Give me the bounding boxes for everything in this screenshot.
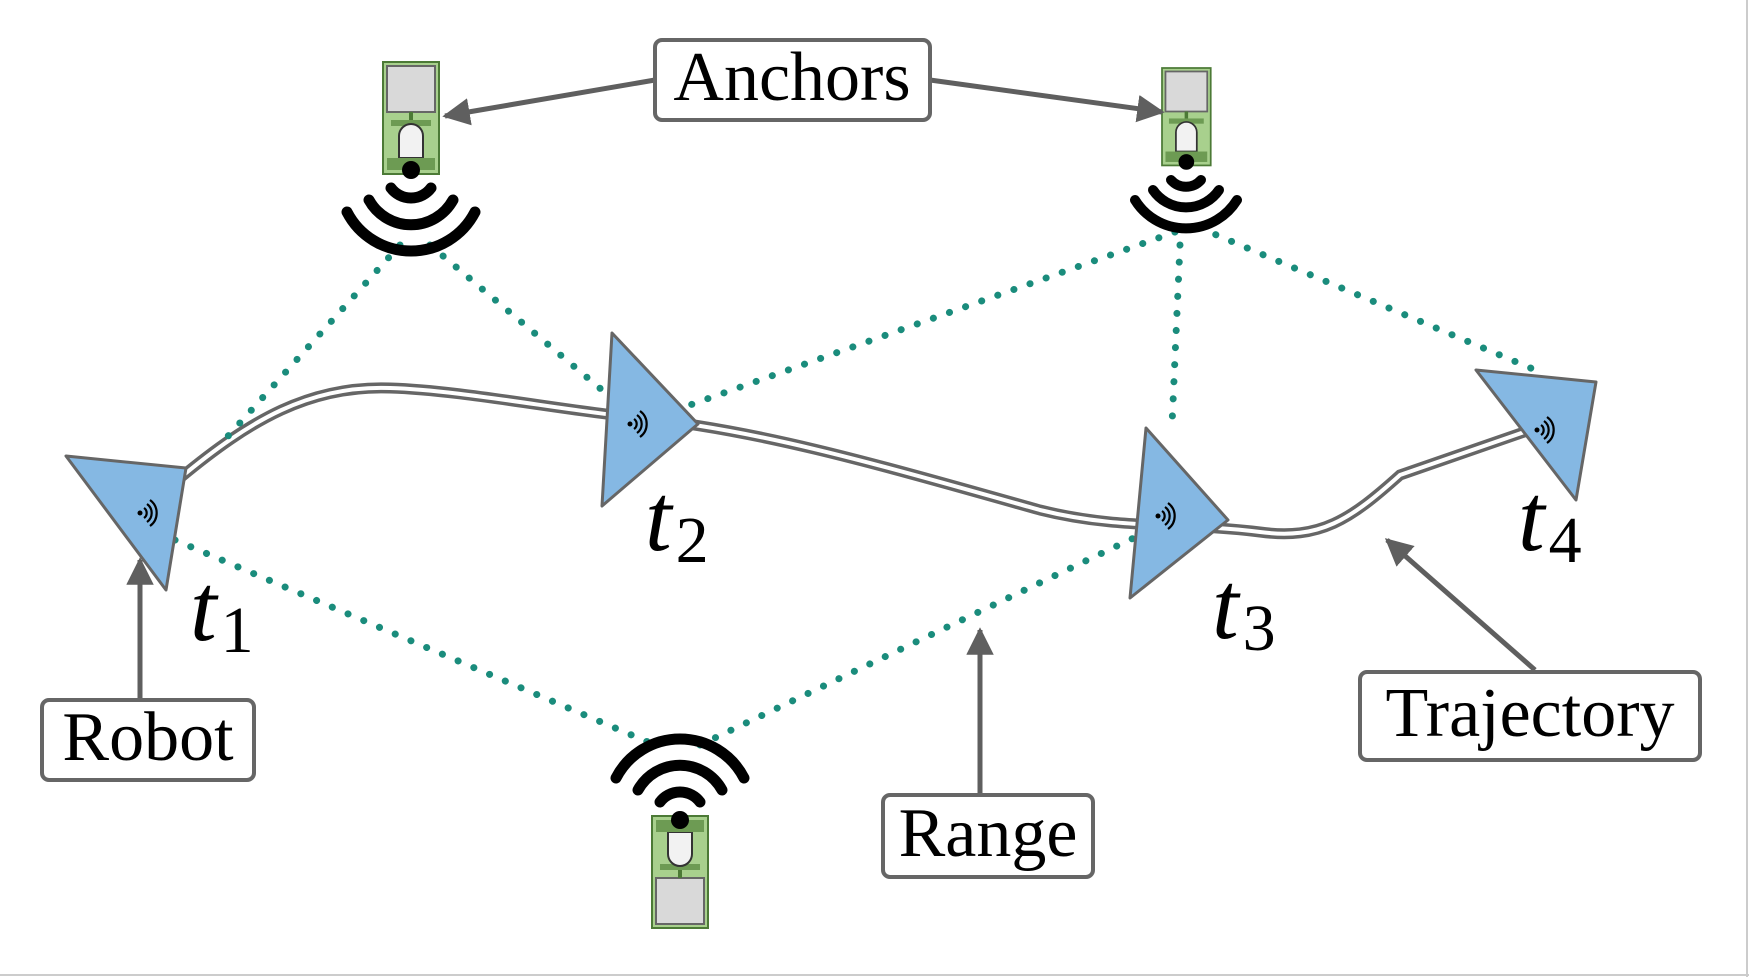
- svg-text:Robot: Robot: [62, 699, 234, 776]
- robot-t4: [1474, 368, 1598, 502]
- range-line-anchor3-t3: [696, 531, 1144, 749]
- label-trajectory: Trajectory: [1358, 670, 1702, 762]
- robot-triangle-icon: [64, 454, 188, 592]
- timestep-label-1: t1: [190, 554, 254, 667]
- range-line-anchor2-t2: [686, 228, 1179, 409]
- trajectory-path: [176, 382, 1532, 540]
- robot-triangle-icon: [1128, 426, 1230, 600]
- label-robot: Robot: [40, 698, 256, 782]
- robot-triangle-icon: [1474, 368, 1598, 502]
- timestep-label-4: t4: [1518, 464, 1582, 577]
- callout-arrows: [126, 77, 1537, 793]
- timestep-label-2: t2: [645, 464, 709, 577]
- arrow-trajectory: [1384, 538, 1537, 672]
- label-range: Range: [881, 793, 1095, 879]
- robot-t2: [600, 331, 700, 508]
- robot-t1: [64, 454, 188, 592]
- arrow-anchors-right: [929, 77, 1165, 123]
- wifi-signal-icon: [341, 182, 481, 257]
- range-line-anchor1-t1: [216, 241, 404, 449]
- robot-triangle-icon: [600, 331, 700, 508]
- range-lines: [171, 224, 1544, 749]
- wifi-signal-icon: [610, 733, 750, 808]
- range-line-anchor1-t2: [426, 241, 612, 399]
- svg-text:Range: Range: [899, 795, 1078, 872]
- timestep-label-3: t3: [1212, 552, 1276, 665]
- range-line-anchor2-t4: [1196, 224, 1544, 376]
- range-line-anchor3-t1: [171, 536, 659, 749]
- label-anchors: Anchors: [653, 38, 932, 122]
- arrow-anchors-left: [442, 77, 656, 126]
- range-line-anchor2-t3: [1168, 241, 1184, 429]
- anchor-device-icon: [651, 811, 709, 929]
- anchor-device-icon: [382, 61, 440, 179]
- svg-text:Anchors: Anchors: [673, 39, 910, 116]
- wifi-signal-icon: [1130, 175, 1242, 234]
- anchor-device-icon: [1161, 67, 1212, 170]
- robot-t3: [1128, 426, 1230, 600]
- svg-text:Trajectory: Trajectory: [1385, 675, 1674, 752]
